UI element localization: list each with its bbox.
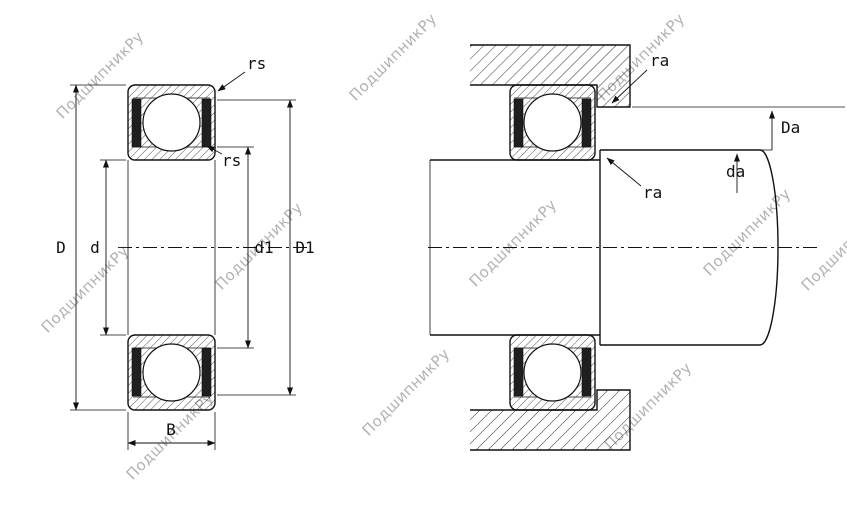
label-shaft-abutment-diameter: da xyxy=(726,162,745,181)
ball xyxy=(142,343,201,402)
left-view: D d d1 D1 B rs xyxy=(56,54,315,450)
ball xyxy=(523,343,582,402)
bearing-bottom-section xyxy=(127,334,216,411)
label-width: B xyxy=(166,420,176,439)
seal-left xyxy=(131,347,142,397)
label-rs-outer: rs xyxy=(247,54,266,73)
shaft-break-end xyxy=(759,149,779,346)
label-inner-shoulder-diameter: d1 xyxy=(254,238,273,257)
seal-right xyxy=(201,347,212,397)
seal-left xyxy=(131,98,142,148)
ball xyxy=(523,93,582,152)
label-ra-shaft: ra xyxy=(643,183,662,202)
seal-left xyxy=(513,347,524,397)
left-dimensions: D d d1 D1 B rs xyxy=(56,54,315,450)
right-view: ra ra Da da xyxy=(428,44,845,451)
label-rs-bore: rs xyxy=(222,151,241,170)
seal-right xyxy=(201,98,212,148)
bearing-bottom-section xyxy=(509,334,596,411)
label-outer-diameter: D xyxy=(56,238,66,257)
seal-left xyxy=(513,98,524,148)
seal-right xyxy=(581,98,592,148)
seal-right xyxy=(581,347,592,397)
right-dimensions: ra ra Da da xyxy=(606,51,845,202)
label-outer-shoulder-diameter: D1 xyxy=(295,238,314,257)
label-housing-abutment-diameter: Da xyxy=(781,118,800,137)
bearing-top-section xyxy=(509,84,596,161)
bearing-top-section xyxy=(127,84,216,161)
label-bore-diameter: d xyxy=(90,238,100,257)
bore-edges xyxy=(127,160,216,335)
label-ra-housing: ra xyxy=(650,51,669,70)
ball xyxy=(142,93,201,152)
